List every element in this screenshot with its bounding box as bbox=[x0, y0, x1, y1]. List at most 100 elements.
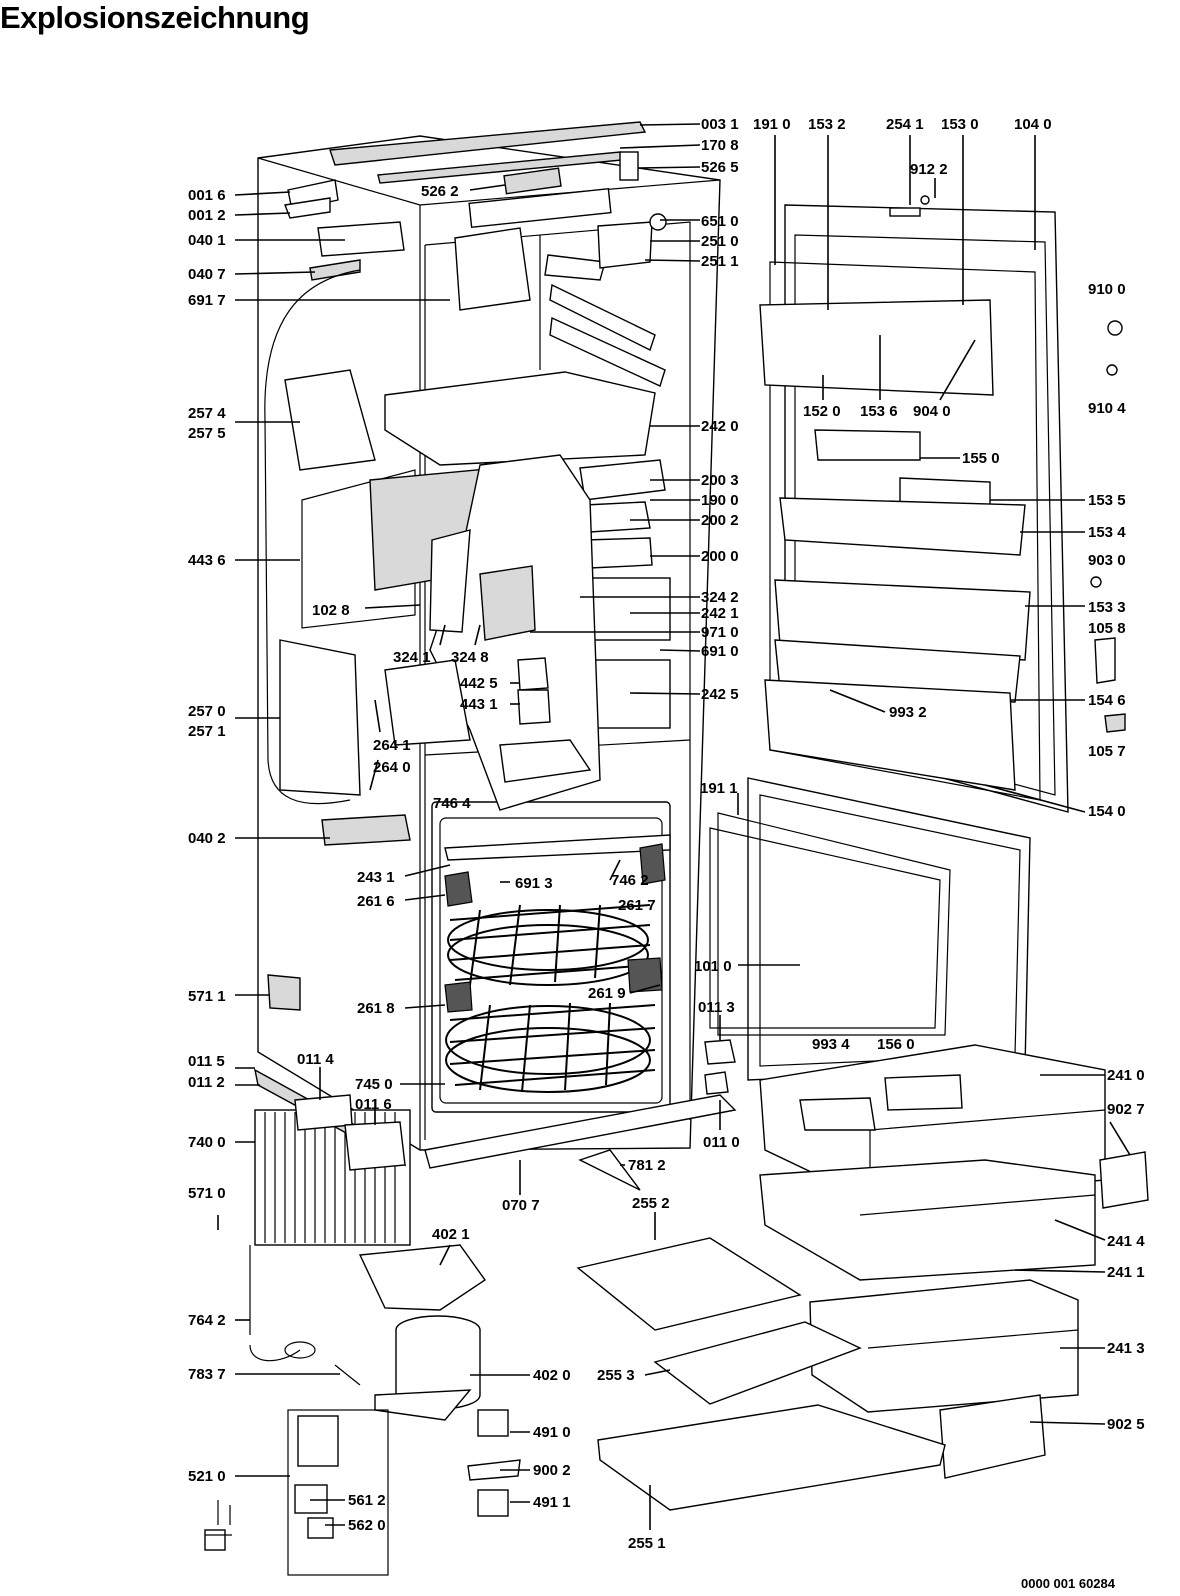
part-label-571-1: 571 1 bbox=[188, 988, 226, 1005]
part-label-190-0: 190 0 bbox=[701, 492, 739, 509]
part-label-255-1: 255 1 bbox=[628, 1535, 666, 1552]
part-label-491-0: 491 0 bbox=[533, 1424, 571, 1441]
part-label-242-5: 242 5 bbox=[701, 686, 739, 703]
part-label-241-4: 241 4 bbox=[1107, 1233, 1145, 1250]
part-label-105-7: 105 7 bbox=[1088, 743, 1126, 760]
part-label-040-1: 040 1 bbox=[188, 232, 226, 249]
part-label-781-2: 781 2 bbox=[628, 1157, 666, 1174]
part-label-011-5: 011 5 bbox=[188, 1053, 225, 1070]
leader-lines bbox=[217, 123, 1131, 1530]
part-label-200-2: 200 2 bbox=[701, 512, 739, 529]
part-label-971-0: 971 0 bbox=[701, 624, 739, 641]
part-label-902-5: 902 5 bbox=[1107, 1416, 1145, 1433]
freezer-door bbox=[709, 777, 1031, 1081]
part-label-011-0: 011 0 bbox=[703, 1134, 740, 1151]
part-label-152-0: 152 0 bbox=[803, 403, 841, 420]
part-label-191-0: 191 0 bbox=[753, 116, 791, 133]
part-label-443-1: 443 1 bbox=[460, 696, 498, 713]
part-label-257-4: 257 4 bbox=[188, 405, 226, 422]
part-label-526-5: 526 5 bbox=[701, 159, 739, 176]
part-label-154-6: 154 6 bbox=[1088, 692, 1126, 709]
part-label-993-4: 993 4 bbox=[812, 1036, 850, 1053]
part-label-324-8: 324 8 bbox=[451, 649, 489, 666]
part-label-242-1: 242 1 bbox=[701, 605, 739, 622]
part-label-011-3: 011 3 bbox=[698, 999, 735, 1016]
part-label-745-0: 745 0 bbox=[355, 1076, 393, 1093]
part-label-153-4: 153 4 bbox=[1088, 524, 1126, 541]
part-label-904-0: 904 0 bbox=[913, 403, 951, 420]
part-label-264-0: 264 0 bbox=[373, 759, 411, 776]
part-label-900-2: 900 2 bbox=[533, 1462, 571, 1479]
part-label-200-0: 200 0 bbox=[701, 548, 739, 565]
part-label-254-1: 254 1 bbox=[886, 116, 924, 133]
door bbox=[759, 195, 1126, 813]
part-label-155-0: 155 0 bbox=[962, 450, 1000, 467]
part-label-011-6: 011 6 bbox=[355, 1096, 392, 1113]
part-label-764-2: 764 2 bbox=[188, 1312, 226, 1329]
part-label-783-7: 783 7 bbox=[188, 1366, 226, 1383]
part-label-156-0: 156 0 bbox=[877, 1036, 915, 1053]
part-label-261-9: 261 9 bbox=[588, 985, 626, 1002]
part-label-740-0: 740 0 bbox=[188, 1134, 226, 1151]
part-label-257-0: 257 0 bbox=[188, 703, 226, 720]
part-label-443-6: 443 6 bbox=[188, 552, 226, 569]
part-label-561-2: 561 2 bbox=[348, 1492, 386, 1509]
freezer-drawers bbox=[759, 1044, 1149, 1479]
part-label-001-2: 001 2 bbox=[188, 207, 226, 224]
part-label-154-0: 154 0 bbox=[1088, 803, 1126, 820]
part-label-402-0: 402 0 bbox=[533, 1367, 571, 1384]
drawing-number: 0000 001 60284 bbox=[1021, 1576, 1116, 1591]
part-label-070-7: 070 7 bbox=[502, 1197, 540, 1214]
part-label-910-0: 910 0 bbox=[1088, 281, 1126, 298]
part-label-691-3: 691 3 bbox=[515, 875, 553, 892]
part-label-691-7: 691 7 bbox=[188, 292, 226, 309]
glass-shelves bbox=[576, 1237, 946, 1511]
part-label-251-0: 251 0 bbox=[701, 233, 739, 250]
part-label-691-0: 691 0 bbox=[701, 643, 739, 660]
part-label-264-1: 264 1 bbox=[373, 737, 411, 754]
part-label-011-2: 011 2 bbox=[188, 1074, 225, 1091]
part-label-746-2: 746 2 bbox=[611, 872, 649, 889]
part-label-153-2: 153 2 bbox=[808, 116, 846, 133]
part-label-651-0: 651 0 bbox=[701, 213, 739, 230]
part-label-241-0: 241 0 bbox=[1107, 1067, 1145, 1084]
part-label-902-7: 902 7 bbox=[1107, 1101, 1145, 1118]
part-label-562-0: 562 0 bbox=[348, 1517, 386, 1534]
cabinet bbox=[257, 121, 737, 1169]
part-label-402-1: 402 1 bbox=[432, 1226, 470, 1243]
part-label-746-4: 746 4 bbox=[433, 795, 471, 812]
part-label-104-0: 104 0 bbox=[1014, 116, 1052, 133]
part-label-526-2: 526 2 bbox=[421, 183, 459, 200]
part-label-910-4: 910 4 bbox=[1088, 400, 1126, 417]
part-label-251-1: 251 1 bbox=[701, 253, 739, 270]
part-label-241-3: 241 3 bbox=[1107, 1340, 1145, 1357]
page-title: Explosionszeichnung bbox=[0, 0, 310, 35]
part-label-261-8: 261 8 bbox=[357, 1000, 395, 1017]
part-label-003-1: 003 1 bbox=[701, 116, 739, 133]
part-label-040-7: 040 7 bbox=[188, 266, 226, 283]
part-label-257-1: 257 1 bbox=[188, 723, 226, 740]
part-label-491-1: 491 1 bbox=[533, 1494, 571, 1511]
part-label-153-5: 153 5 bbox=[1088, 492, 1126, 509]
part-label-261-6: 261 6 bbox=[357, 893, 395, 910]
compressor-unit bbox=[204, 1039, 736, 1576]
part-label-040-2: 040 2 bbox=[188, 830, 226, 847]
part-label-255-2: 255 2 bbox=[632, 1195, 670, 1212]
part-label-101-0: 101 0 bbox=[694, 958, 732, 975]
part-label-993-2: 993 2 bbox=[889, 704, 927, 721]
part-label-170-8: 170 8 bbox=[701, 137, 739, 154]
part-label-011-4: 011 4 bbox=[297, 1051, 334, 1068]
part-label-153-6: 153 6 bbox=[860, 403, 898, 420]
part-label-105-8: 105 8 bbox=[1088, 620, 1126, 637]
part-label-571-0: 571 0 bbox=[188, 1185, 226, 1202]
part-label-153-3: 153 3 bbox=[1088, 599, 1126, 616]
part-label-191-1: 191 1 bbox=[700, 780, 738, 797]
part-label-903-0: 903 0 bbox=[1088, 552, 1126, 569]
part-label-001-6: 001 6 bbox=[188, 187, 226, 204]
part-label-324-2: 324 2 bbox=[701, 589, 739, 606]
part-label-243-1: 243 1 bbox=[357, 869, 395, 886]
part-label-257-5: 257 5 bbox=[188, 425, 226, 442]
part-labels: 003 1 170 8 526 5 526 2 001 6 001 2 040 … bbox=[188, 116, 1145, 1552]
part-label-102-8: 102 8 bbox=[312, 602, 350, 619]
